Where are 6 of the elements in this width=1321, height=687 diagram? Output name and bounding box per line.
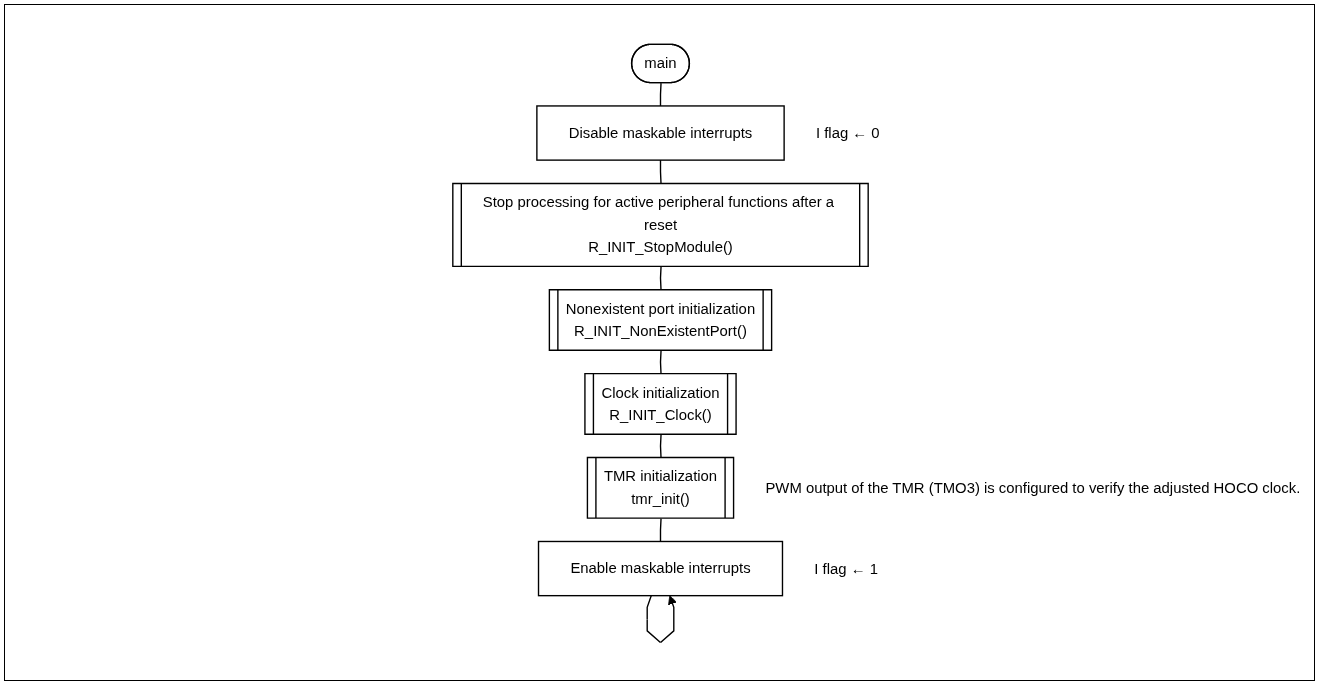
note-text: I flag ← 1 (814, 560, 878, 577)
node-box: Disable maskable interrupts (536, 105, 785, 161)
note-text: I flag ← 0 (816, 125, 880, 142)
node-box: Enable maskable interrupts (537, 540, 784, 597)
connector (659, 82, 662, 107)
note-text: PWM output of the TMR (TMO3) is configured to verify the adjusted HOCO clock. (765, 480, 1301, 497)
